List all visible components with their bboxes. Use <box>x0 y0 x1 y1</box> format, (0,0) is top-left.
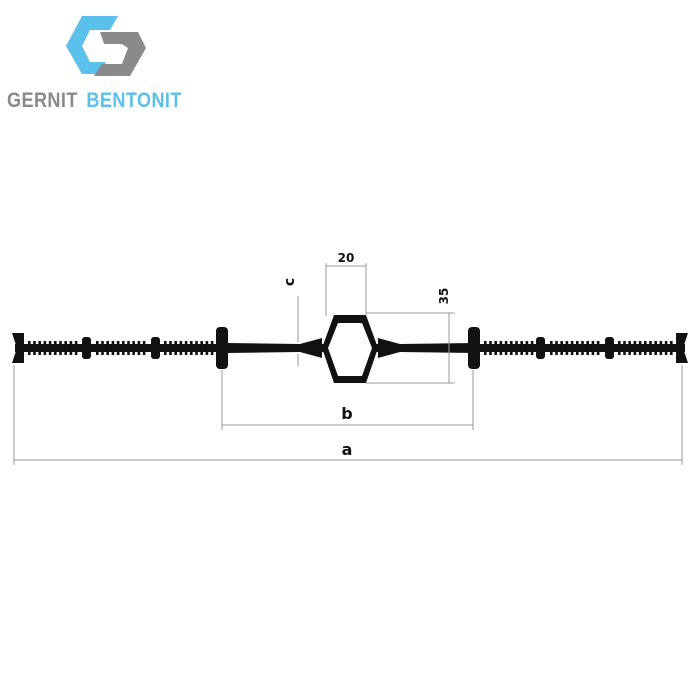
dimension-label-overall-width: a <box>342 440 353 459</box>
profile-rib <box>591 341 595 355</box>
profile-rib <box>48 341 52 355</box>
profile-rib <box>530 341 534 355</box>
profile-rib <box>510 341 513 355</box>
profile-rib <box>570 341 574 355</box>
profile-rib <box>200 341 203 355</box>
profile-rib <box>618 341 621 355</box>
logo-word-gernit: GERNIT <box>7 89 78 112</box>
bulb-cavity <box>328 323 372 376</box>
profile-rib <box>205 341 209 355</box>
profile-rib <box>520 341 523 355</box>
profile-rib <box>638 341 642 355</box>
profile-rib <box>628 341 631 355</box>
dimension-lines <box>13 263 683 465</box>
profile-rib <box>101 341 104 355</box>
logo-mark-icon <box>66 16 146 76</box>
profile-rib <box>504 341 508 355</box>
profile-rib <box>623 341 626 355</box>
profile-rib <box>54 341 57 355</box>
profile-rib <box>116 341 120 355</box>
profile-rib <box>565 341 569 355</box>
profile-rib <box>179 341 183 355</box>
profile-rib <box>586 341 589 355</box>
profile-rib <box>142 341 146 355</box>
profile-rib <box>654 341 657 355</box>
profile-rib <box>210 341 214 355</box>
profile-rib <box>644 341 647 355</box>
profile-rib <box>174 341 177 355</box>
profile-rib <box>33 341 36 355</box>
profile-rib <box>38 341 41 355</box>
dimension-label-left-height: c <box>282 278 298 286</box>
profile-rib <box>494 341 497 355</box>
logo-word-bentonit: BENTONIT <box>86 89 182 112</box>
profile-rib <box>74 341 78 355</box>
profile-rib <box>164 341 167 355</box>
logo-wordmark: GERNIT BENTONIT <box>7 89 182 113</box>
profile-rib <box>111 341 115 355</box>
profile-rib <box>499 341 503 355</box>
profile-rib <box>525 341 529 355</box>
profile-rib <box>127 341 130 355</box>
brand-logo: GERNIT BENTONIT <box>0 0 220 125</box>
profile-rib <box>137 341 141 355</box>
profile-rib <box>560 341 563 355</box>
dimension-label-right-height: 35 <box>437 288 451 305</box>
profile-rib <box>59 341 62 355</box>
profile-rib <box>664 341 668 355</box>
profile-rib <box>515 341 518 355</box>
profile-rib <box>195 341 198 355</box>
profile-rib <box>122 341 125 355</box>
profile-rib <box>489 341 492 355</box>
profile-rib <box>649 341 652 355</box>
profile-rib <box>184 341 188 355</box>
profile-rib <box>670 341 673 355</box>
profile-rib <box>633 341 637 355</box>
dimension-label-inner-span: b <box>341 404 352 423</box>
dimension-label-top-width: 20 <box>338 251 355 265</box>
profile-rib <box>169 341 172 355</box>
profile-rib <box>581 341 584 355</box>
profile-rib <box>64 341 67 355</box>
profile-ribs <box>28 341 673 355</box>
profile-rib <box>190 341 193 355</box>
profile-rib <box>106 341 109 355</box>
profile-rib <box>576 341 579 355</box>
profile-rib <box>43 341 47 355</box>
profile-rib <box>596 341 600 355</box>
profile-rib <box>659 341 663 355</box>
profile-rib <box>484 341 487 355</box>
profile-rib <box>555 341 558 355</box>
profile-rib <box>69 341 73 355</box>
profile-rib <box>132 341 135 355</box>
profile-rib <box>28 341 31 355</box>
profile-rib <box>550 341 553 355</box>
profile-rib <box>96 341 99 355</box>
